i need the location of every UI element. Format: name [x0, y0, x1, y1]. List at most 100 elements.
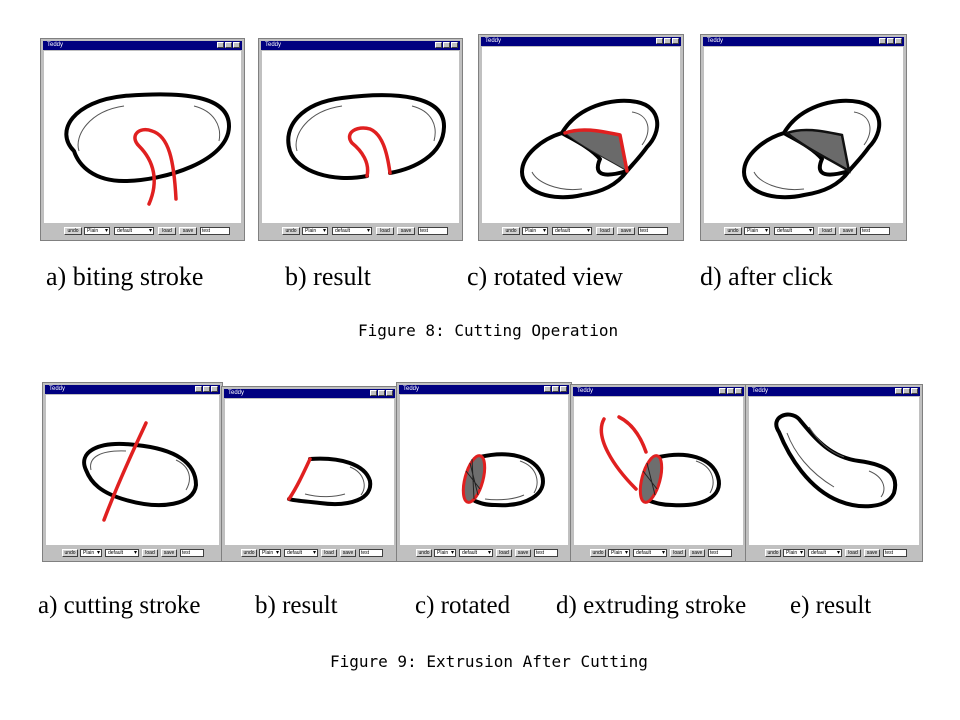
- close-button[interactable]: [233, 42, 240, 48]
- color-select[interactable]: default: [332, 227, 372, 235]
- maximize-button[interactable]: [378, 390, 385, 396]
- close-button[interactable]: [911, 388, 918, 394]
- minimize-button[interactable]: [544, 386, 551, 392]
- save-button[interactable]: save: [689, 549, 705, 557]
- load-button[interactable]: load: [596, 227, 614, 235]
- save-button[interactable]: save: [179, 227, 197, 235]
- window-title: Teddy: [485, 38, 502, 44]
- window-titlebar: Teddy: [224, 389, 395, 398]
- mode-select[interactable]: Plain: [434, 549, 456, 557]
- undo-button[interactable]: undo: [416, 549, 432, 557]
- color-select[interactable]: default: [633, 549, 667, 557]
- minimize-button[interactable]: [217, 42, 224, 48]
- minimize-button[interactable]: [879, 38, 886, 44]
- filename-field[interactable]: test: [860, 227, 890, 235]
- minimize-button[interactable]: [895, 388, 902, 394]
- load-button[interactable]: load: [496, 549, 512, 557]
- maximize-button[interactable]: [727, 388, 734, 394]
- maximize-button[interactable]: [203, 386, 210, 392]
- minimize-button[interactable]: [370, 390, 377, 396]
- minimize-button[interactable]: [719, 388, 726, 394]
- mode-select[interactable]: Plain: [80, 549, 102, 557]
- drawing-canvas[interactable]: [749, 397, 919, 545]
- filename-field[interactable]: test: [200, 227, 230, 235]
- drawing-canvas[interactable]: [225, 399, 394, 545]
- mode-select[interactable]: Plain: [783, 549, 805, 557]
- close-button[interactable]: [895, 38, 902, 44]
- minimize-button[interactable]: [435, 42, 442, 48]
- teddy-window-fig8-c: Teddy undo Plain default load save test: [478, 34, 684, 241]
- close-button[interactable]: [211, 386, 218, 392]
- undo-button[interactable]: undo: [62, 549, 78, 557]
- undo-button[interactable]: undo: [64, 227, 82, 235]
- window-title: Teddy: [707, 38, 724, 44]
- save-button[interactable]: save: [515, 549, 531, 557]
- mode-select[interactable]: Plain: [744, 227, 770, 235]
- figure-8-caption: Figure 8: Cutting Operation: [358, 321, 619, 340]
- drawing-canvas[interactable]: [46, 395, 219, 545]
- load-button[interactable]: load: [376, 227, 394, 235]
- mode-select[interactable]: Plain: [84, 227, 110, 235]
- close-button[interactable]: [386, 390, 393, 396]
- save-button[interactable]: save: [617, 227, 635, 235]
- close-button[interactable]: [672, 38, 679, 44]
- close-button[interactable]: [560, 386, 567, 392]
- color-select[interactable]: default: [808, 549, 842, 557]
- load-button[interactable]: load: [845, 549, 861, 557]
- model-drawing: [461, 452, 545, 508]
- undo-button[interactable]: undo: [765, 549, 781, 557]
- load-button[interactable]: load: [158, 227, 176, 235]
- color-select[interactable]: default: [552, 227, 592, 235]
- mode-select[interactable]: Plain: [259, 549, 281, 557]
- toolbar: undo Plain default load save test: [704, 226, 903, 237]
- filename-field[interactable]: test: [708, 549, 732, 557]
- load-button[interactable]: load: [818, 227, 836, 235]
- load-button[interactable]: load: [321, 549, 337, 557]
- close-button[interactable]: [451, 42, 458, 48]
- filename-field[interactable]: test: [534, 549, 558, 557]
- undo-button[interactable]: undo: [241, 549, 257, 557]
- load-button[interactable]: load: [142, 549, 158, 557]
- filename-field[interactable]: test: [180, 549, 204, 557]
- drawing-canvas[interactable]: [262, 51, 459, 223]
- filename-field[interactable]: test: [418, 227, 448, 235]
- drawing-canvas[interactable]: [44, 51, 241, 223]
- undo-button[interactable]: undo: [590, 549, 606, 557]
- maximize-button[interactable]: [664, 38, 671, 44]
- save-button[interactable]: save: [864, 549, 880, 557]
- color-select[interactable]: default: [114, 227, 154, 235]
- save-button[interactable]: save: [839, 227, 857, 235]
- close-button[interactable]: [735, 388, 742, 394]
- drawing-canvas[interactable]: [400, 395, 568, 545]
- undo-button[interactable]: undo: [282, 227, 300, 235]
- undo-button[interactable]: undo: [724, 227, 742, 235]
- color-select[interactable]: default: [284, 549, 318, 557]
- maximize-button[interactable]: [443, 42, 450, 48]
- maximize-button[interactable]: [903, 388, 910, 394]
- filename-field[interactable]: test: [359, 549, 383, 557]
- minimize-button[interactable]: [656, 38, 663, 44]
- color-select[interactable]: default: [459, 549, 493, 557]
- mode-select[interactable]: Plain: [608, 549, 630, 557]
- save-button[interactable]: save: [161, 549, 177, 557]
- drawing-canvas[interactable]: [574, 397, 743, 545]
- drawing-canvas[interactable]: [704, 47, 903, 223]
- window-title: Teddy: [265, 42, 282, 48]
- maximize-button[interactable]: [887, 38, 894, 44]
- load-button[interactable]: load: [670, 549, 686, 557]
- maximize-button[interactable]: [225, 42, 232, 48]
- color-select[interactable]: default: [774, 227, 814, 235]
- drawing-canvas[interactable]: [482, 47, 680, 223]
- save-button[interactable]: save: [340, 549, 356, 557]
- color-select[interactable]: default: [105, 549, 139, 557]
- mode-select[interactable]: Plain: [522, 227, 548, 235]
- maximize-button[interactable]: [552, 386, 559, 392]
- toolbar: undo Plain default load save test: [225, 548, 394, 559]
- save-button[interactable]: save: [397, 227, 415, 235]
- undo-button[interactable]: undo: [502, 227, 520, 235]
- window-title: Teddy: [752, 388, 769, 394]
- filename-field[interactable]: test: [883, 549, 907, 557]
- mode-select[interactable]: Plain: [302, 227, 328, 235]
- filename-field[interactable]: test: [638, 227, 668, 235]
- minimize-button[interactable]: [195, 386, 202, 392]
